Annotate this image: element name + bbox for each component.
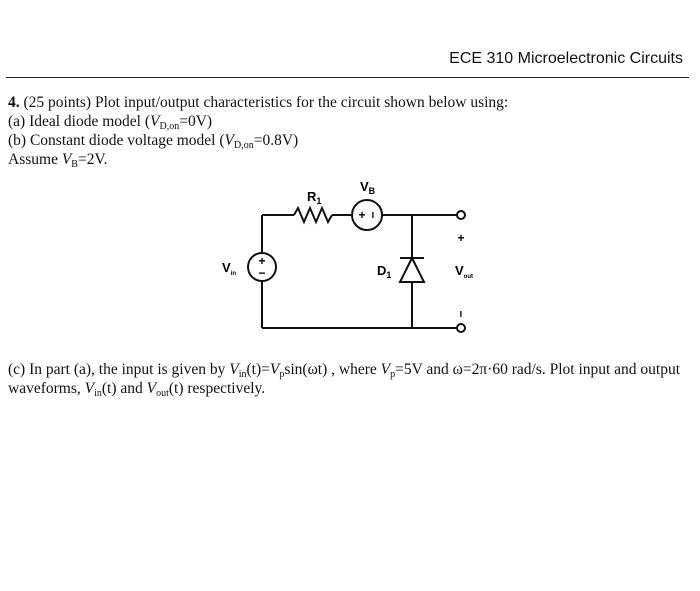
d1-label: D1 (377, 263, 391, 280)
vb-label-main: V (360, 179, 369, 194)
vout-label: Vout (455, 263, 473, 280)
part-c-text: (c) In part (a), the input is given by V… (8, 360, 688, 399)
part-b-sub: D,on (234, 140, 254, 151)
part-c-t4: =5V and ω=2π·60 rad/s. Plot input and ou… (8, 361, 681, 397)
vin-minus-sign: − (258, 266, 265, 280)
part-c-t6: (t) respectively. (168, 380, 266, 397)
part-c-v3: V (380, 361, 391, 378)
problem-number: 4. (8, 94, 20, 111)
assume-sub: B (71, 159, 78, 170)
assume-prefix: Assume (8, 151, 62, 168)
part-a: (a) Ideal diode model (VD,on=0V) (8, 112, 508, 132)
vout-minus-terminal-icon (456, 323, 466, 333)
course-title: ECE 310 Microelectronic Circuits (449, 50, 683, 67)
part-c-v1: V (229, 361, 239, 378)
vin-label: Vin (222, 260, 236, 277)
part-c-v2: V (269, 361, 280, 378)
part-c-t1: (c) In part (a), the input is given by (8, 361, 230, 378)
part-a-suffix: =0V) (179, 113, 213, 130)
vout-plus-sign: + (457, 231, 464, 245)
vin-label-main: V (222, 260, 231, 275)
assume-var: V (61, 151, 72, 168)
part-b-prefix: (b) Constant diode voltage model ( (8, 132, 225, 149)
part-b-suffix: =0.8V) (253, 132, 299, 149)
problem-intro-text: (25 points) Plot input/output characteri… (23, 94, 509, 111)
vout-minus-sign: − (454, 310, 468, 317)
part-a-var: V (150, 113, 160, 130)
part-b: (b) Constant diode voltage model (VD,on=… (8, 131, 508, 151)
part-c-t3: sin(ωt) , where (284, 361, 381, 378)
vout-label-sub: out (464, 274, 473, 280)
resistor-r1-icon (293, 205, 333, 225)
assumption: Assume VB=2V. (8, 150, 508, 170)
r1-label-sub: 1 (316, 196, 321, 206)
d1-label-main: D (377, 263, 386, 278)
part-c-s2: p (279, 369, 285, 380)
assume-suffix: =2V. (77, 151, 108, 168)
part-c-s4: in (94, 388, 102, 399)
part-c: (c) In part (a), the input is given by V… (8, 360, 688, 399)
part-c-s1: in (238, 369, 247, 380)
vout-label-main: V (455, 263, 464, 278)
part-c-v4: V (84, 380, 95, 397)
r1-label-main: R (307, 189, 317, 204)
vout-plus-terminal-icon (456, 210, 466, 220)
vb-plus-sign: + (358, 208, 365, 222)
problem-statement: 4. (25 points) Plot input/output charact… (8, 93, 508, 170)
part-c-s3: p (390, 369, 396, 380)
diode-d1-icon (398, 255, 426, 283)
vb-label-sub: B (369, 186, 376, 196)
part-c-v5: V (146, 380, 157, 397)
part-a-sub: D,on (159, 121, 180, 132)
part-c-s5: out (156, 388, 169, 399)
header-divider (6, 77, 689, 78)
vin-plus-sign: + (258, 254, 265, 268)
part-c-t5: (t) and (101, 380, 147, 397)
problem-intro: 4. (25 points) Plot input/output charact… (8, 93, 508, 112)
part-a-prefix: (a) Ideal diode model ( (8, 113, 151, 130)
part-b-var: V (224, 132, 234, 149)
vb-label: VB (360, 179, 376, 196)
d1-label-sub: 1 (386, 270, 391, 280)
vb-minus-sign: − (366, 211, 380, 218)
part-c-t2: (t)= (246, 361, 270, 378)
vin-label-sub: in (231, 271, 237, 277)
r1-label: R1 (307, 189, 321, 206)
